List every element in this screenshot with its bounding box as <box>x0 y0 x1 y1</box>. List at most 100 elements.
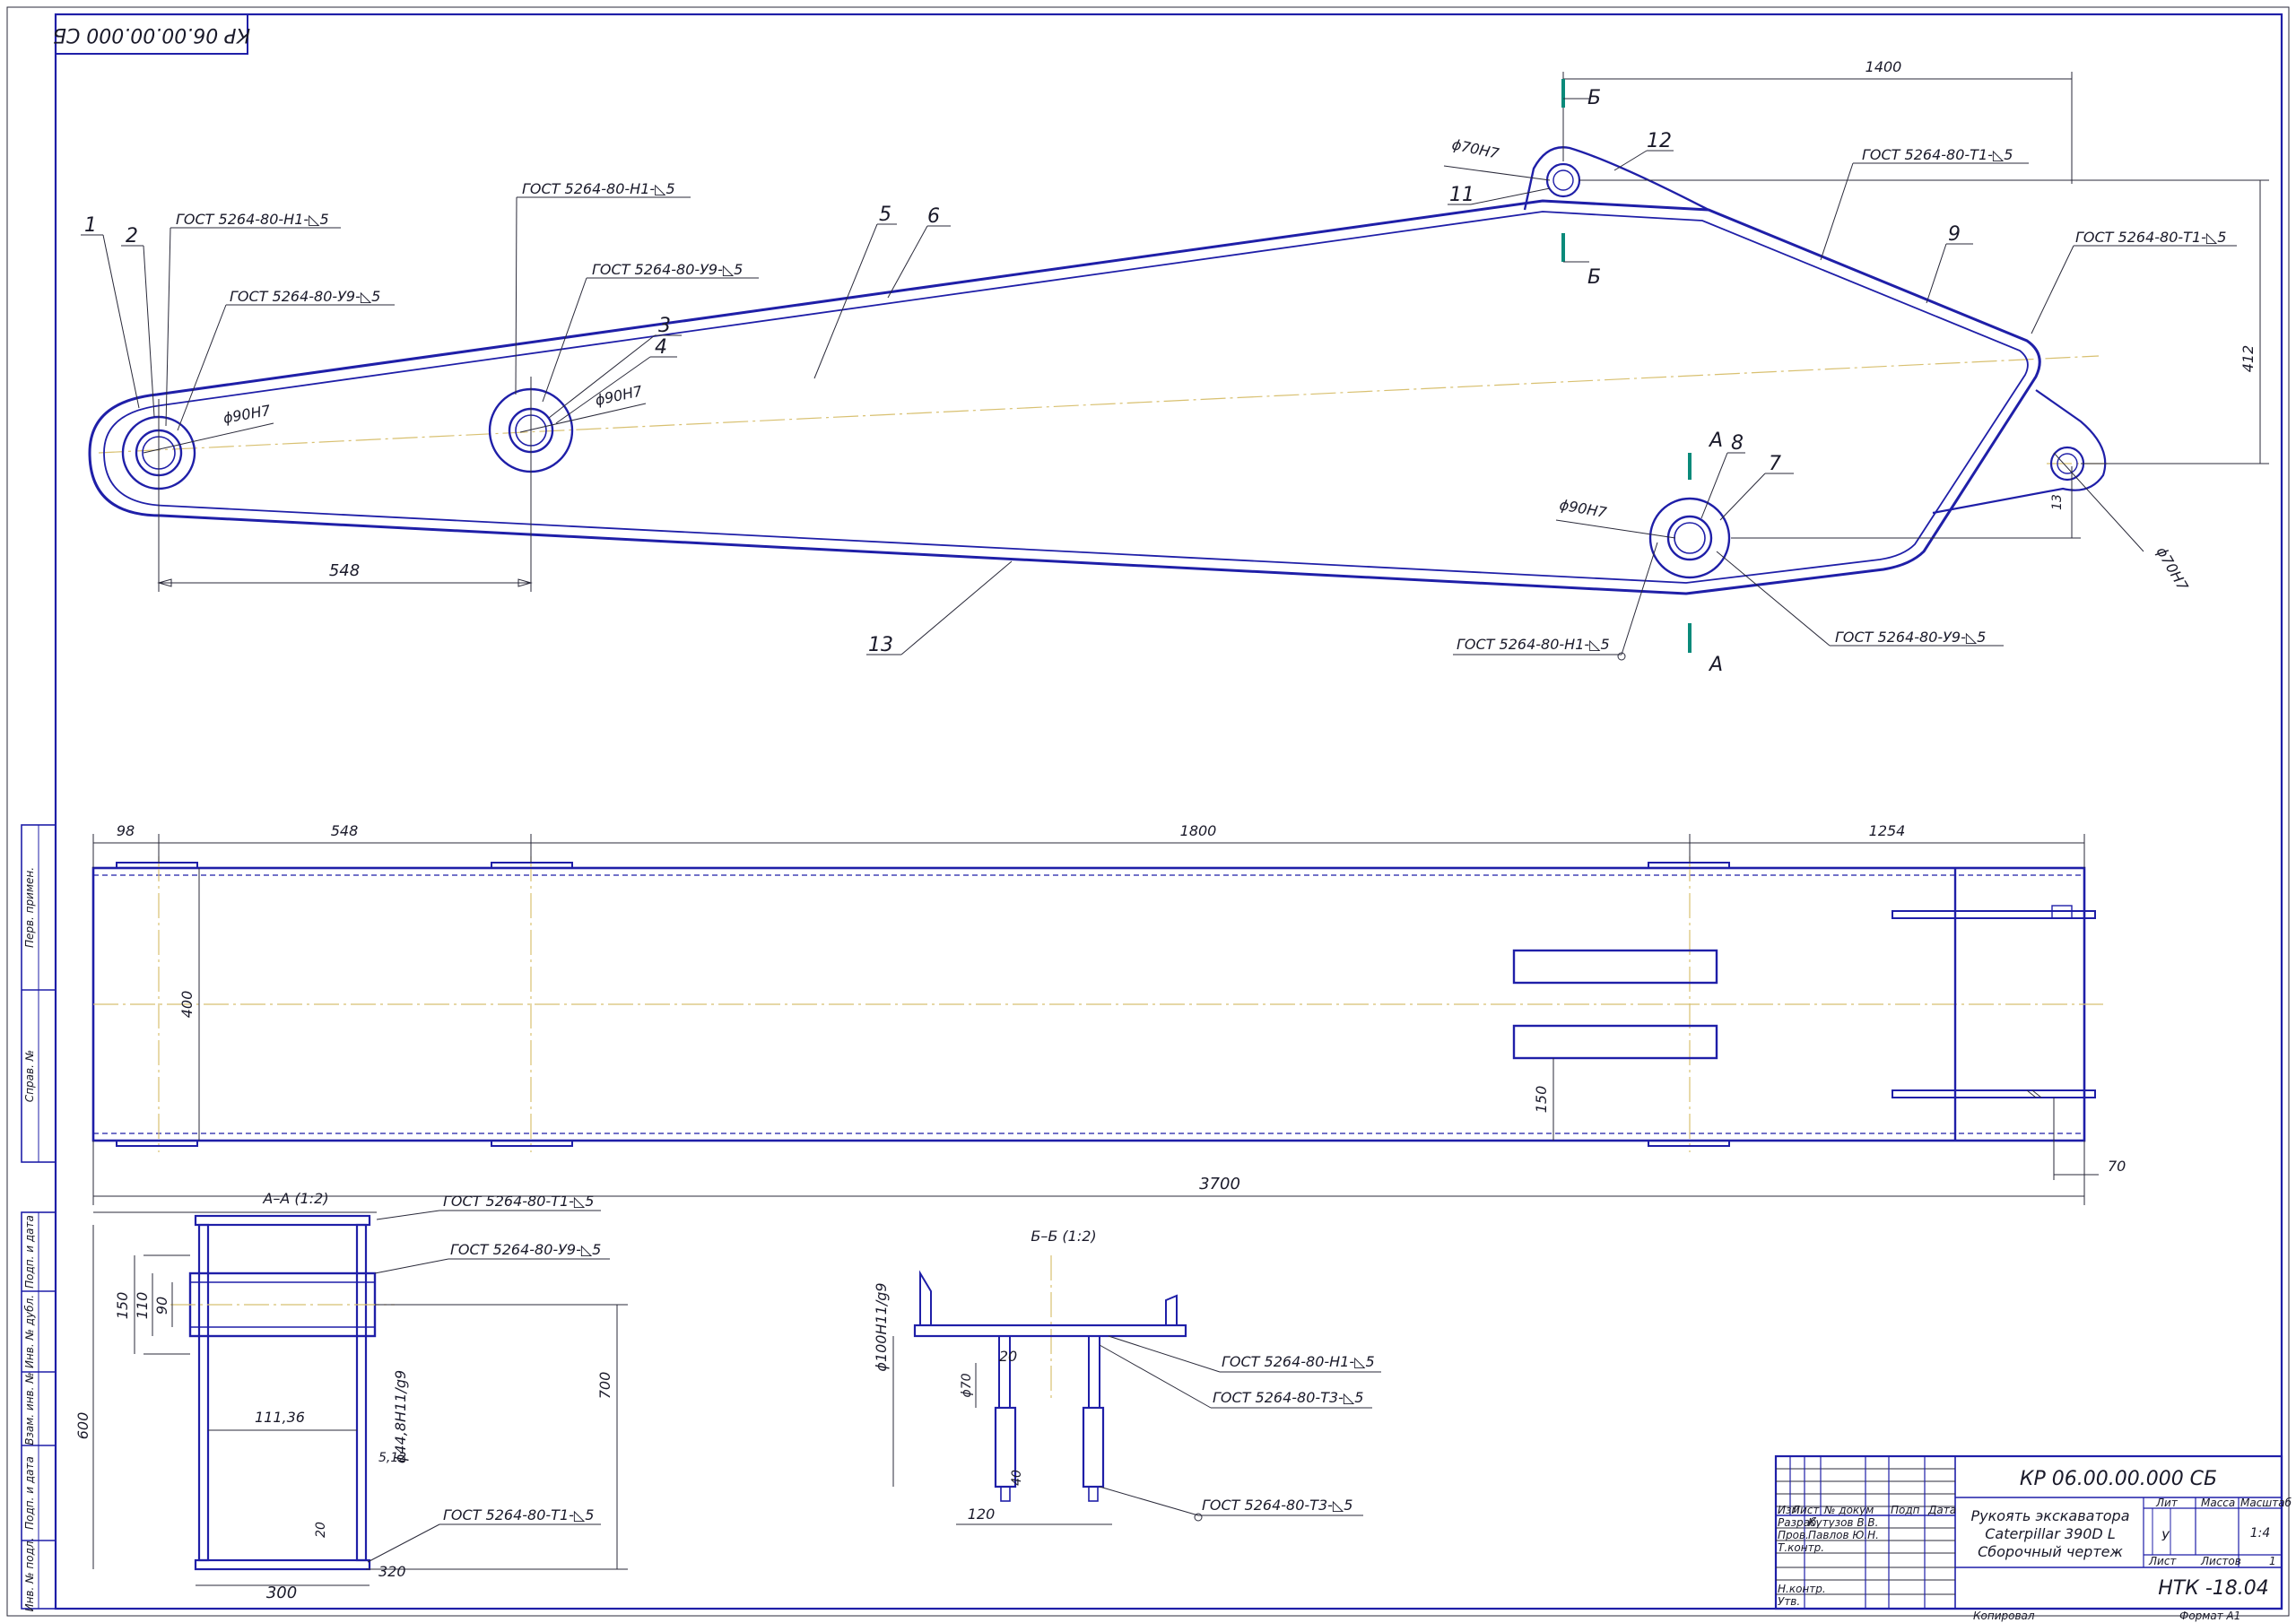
svg-text:Перв. примен.: Перв. примен. <box>23 867 36 948</box>
svg-text:12: 12 <box>1647 130 1672 152</box>
svg-text:Масса: Масса <box>2201 1497 2235 1509</box>
svg-text:ГОСТ 5264-80-Т1-◺5: ГОСТ 5264-80-Т1-◺5 <box>443 1506 594 1523</box>
svg-text:300: 300 <box>266 1584 297 1602</box>
svg-text:20: 20 <box>999 1348 1017 1365</box>
svg-text:320: 320 <box>378 1563 406 1580</box>
svg-text:ГОСТ 5264-80-Т3-◺5: ГОСТ 5264-80-Т3-◺5 <box>1213 1389 1363 1406</box>
section-aa: А–А (1:2) 150 110 90 600 700 111,36 ϕ44,… <box>74 1190 628 1602</box>
top-lug-bore <box>1545 162 1581 198</box>
svg-text:11: 11 <box>1449 184 1474 206</box>
lower-boss <box>1648 497 1731 579</box>
side-strip: Перв. примен. Справ. № Подп. и дата Инв.… <box>21 824 57 1612</box>
svg-text:А–А (1:2): А–А (1:2) <box>262 1190 328 1207</box>
svg-text:700: 700 <box>596 1372 613 1400</box>
svg-text:Пров.: Пров. <box>1778 1529 1809 1541</box>
svg-text:1: 1 <box>2269 1555 2276 1567</box>
svg-text:У: У <box>2161 1530 2170 1544</box>
svg-text:Подп. и дата: Подп. и дата <box>23 1456 36 1530</box>
svg-text:Сборочный чертеж: Сборочный чертеж <box>1978 1543 2123 1560</box>
plan-view: 98 548 1800 1254 400 150 3700 70 <box>91 822 2126 1205</box>
svg-text:ГОСТ 5264-80-У9-◺5: ГОСТ 5264-80-У9-◺5 <box>592 261 743 278</box>
svg-text:1800: 1800 <box>1180 822 1217 839</box>
svg-text:Масштаб: Масштаб <box>2240 1497 2292 1509</box>
svg-text:1: 1 <box>84 214 97 237</box>
svg-text:ϕ90Н7: ϕ90Н7 <box>222 402 272 427</box>
stiffener-lower <box>1512 1024 1718 1060</box>
svg-text:ϕ70Н7: ϕ70Н7 <box>2153 544 2192 595</box>
svg-text:ГОСТ 5264-80-Т1-◺5: ГОСТ 5264-80-Т1-◺5 <box>2075 229 2226 246</box>
svg-text:ГОСТ 5264-80-Н1-◺5: ГОСТ 5264-80-Н1-◺5 <box>1222 1353 1375 1370</box>
svg-text:13: 13 <box>868 634 893 656</box>
svg-text:9: 9 <box>1948 223 1961 246</box>
right-lug <box>1932 389 2107 515</box>
svg-text:ГОСТ 5264-80-Н1-◺5: ГОСТ 5264-80-Н1-◺5 <box>522 180 675 197</box>
svg-text:Листов: Листов <box>2200 1555 2241 1567</box>
svg-text:1400: 1400 <box>1866 58 1902 75</box>
svg-text:120: 120 <box>968 1506 996 1523</box>
svg-text:Инв. № дубл.: Инв. № дубл. <box>23 1295 36 1368</box>
main-view: 548 1400 412 13 Б Б А А 1 2 3 <box>81 58 2269 676</box>
svg-text:Лист: Лист <box>1791 1504 1820 1516</box>
svg-text:ϕ90Н7: ϕ90Н7 <box>594 382 645 409</box>
bb-plate <box>913 1324 1187 1338</box>
svg-text:Утв.: Утв. <box>1778 1595 1800 1608</box>
svg-text:600: 600 <box>74 1412 91 1440</box>
svg-text:Инв. № подл.: Инв. № подл. <box>23 1538 36 1612</box>
svg-text:150: 150 <box>114 1292 131 1320</box>
svg-text:2: 2 <box>126 225 138 247</box>
stamp-code: КР 06.00.00.000 СБ <box>2020 1468 2217 1490</box>
svg-text:1:4: 1:4 <box>2250 1526 2271 1541</box>
svg-text:Павлов Ю.Н.: Павлов Ю.Н. <box>1808 1529 1879 1541</box>
svg-text:Рукоять экскаватора: Рукоять экскаватора <box>1970 1507 2129 1524</box>
svg-text:ϕ70Н7: ϕ70Н7 <box>1450 135 1501 162</box>
svg-text:Caterpillar 390D L: Caterpillar 390D L <box>1985 1525 2116 1542</box>
svg-text:Изм: Изм <box>1778 1504 1799 1516</box>
top-lug <box>1523 146 1709 212</box>
svg-text:Дата: Дата <box>1927 1504 1956 1516</box>
svg-text:ГОСТ 5264-80-Т1-◺5: ГОСТ 5264-80-Т1-◺5 <box>1862 146 2013 163</box>
svg-text:150: 150 <box>1533 1086 1550 1114</box>
stiffener-upper <box>1512 949 1718 985</box>
svg-text:Лист: Лист <box>2148 1555 2177 1567</box>
svg-text:ГОСТ 5264-80-У9-◺5: ГОСТ 5264-80-У9-◺5 <box>450 1241 601 1258</box>
svg-text:ϕ90Н7: ϕ90Н7 <box>1558 496 1608 521</box>
svg-text:ϕ70: ϕ70 <box>960 1373 974 1397</box>
svg-text:13: 13 <box>2050 494 2065 510</box>
svg-text:412: 412 <box>2239 345 2257 373</box>
svg-text:Б: Б <box>1587 266 1601 289</box>
svg-text:5: 5 <box>879 204 891 226</box>
svg-text:Разраб.: Разраб. <box>1778 1516 1820 1529</box>
svg-text:А: А <box>1708 654 1723 676</box>
svg-text:40: 40 <box>1010 1470 1024 1486</box>
rotated-code-text: КР 06.00.00.000 СБ <box>53 23 250 46</box>
outer-border <box>6 6 2290 1617</box>
position-callouts: 1 2 3 4 5 6 7 8 9 11 12 13 <box>81 130 1973 656</box>
svg-text:Взам. инв. №: Взам. инв. № <box>23 1372 36 1445</box>
stamp-organization: НТК -18.04 <box>2158 1577 2269 1600</box>
title-block: Изм Лист № докум Подп Дата Разраб. Пров.… <box>1774 1454 2292 1622</box>
svg-text:6: 6 <box>927 205 940 228</box>
svg-text:111,36: 111,36 <box>255 1409 305 1426</box>
svg-text:Кутузов В.В.: Кутузов В.В. <box>1808 1516 1878 1529</box>
svg-text:Формат А1: Формат А1 <box>2179 1610 2240 1622</box>
svg-text:8: 8 <box>1731 432 1744 455</box>
svg-text:№ докум: № докум <box>1823 1504 1874 1516</box>
svg-text:548: 548 <box>329 561 360 580</box>
section-bb: Б–Б (1:2) ϕ100Н11/g9 ϕ70 20 40 120 ГОСТ … <box>873 1228 1381 1525</box>
svg-text:ГОСТ 5264-80-Т3-◺5: ГОСТ 5264-80-Т3-◺5 <box>1202 1497 1352 1514</box>
svg-text:98: 98 <box>117 822 135 839</box>
svg-text:ГОСТ 5264-80-Т1-◺5: ГОСТ 5264-80-Т1-◺5 <box>443 1193 594 1210</box>
svg-text:А: А <box>1708 430 1723 452</box>
svg-text:Лит: Лит <box>2155 1497 2179 1509</box>
svg-text:7: 7 <box>1769 453 1781 475</box>
svg-text:Б: Б <box>1587 87 1601 109</box>
svg-text:Справ. №: Справ. № <box>23 1050 36 1102</box>
svg-text:Н.контр.: Н.контр. <box>1778 1583 1826 1595</box>
svg-text:ГОСТ 5264-80-У9-◺5: ГОСТ 5264-80-У9-◺5 <box>230 288 380 305</box>
svg-text:Подп. и дата: Подп. и дата <box>23 1215 36 1289</box>
svg-text:400: 400 <box>178 991 196 1019</box>
svg-text:110: 110 <box>134 1292 151 1320</box>
svg-text:1254: 1254 <box>1869 822 1906 839</box>
svg-text:ϕ44,8Н11/g9: ϕ44,8Н11/g9 <box>392 1370 409 1463</box>
